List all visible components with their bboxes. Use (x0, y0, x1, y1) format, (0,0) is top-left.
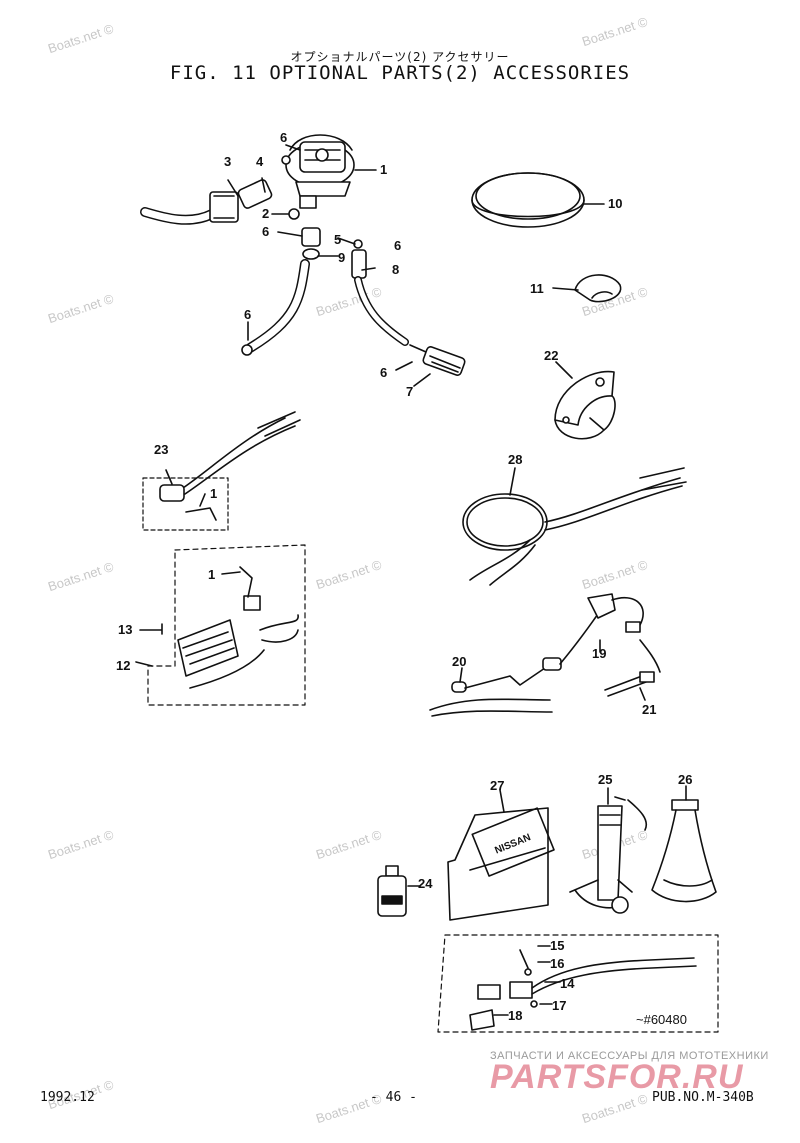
callout-6: 6 (244, 307, 252, 322)
callout-6: 6 (380, 365, 388, 380)
brand-tagline: ЗАПЧАСТИ И АКСЕССУАРЫ ДЛЯ МОТОТЕХНИКИ (490, 1050, 769, 1062)
callout-2: 2 (262, 206, 270, 221)
part-switch-assembly (437, 934, 719, 1033)
callout-4: 4 (256, 154, 264, 169)
callout-19: 19 (592, 646, 607, 661)
callout-13: 13 (118, 622, 133, 637)
fuel-pump-assembly (140, 134, 466, 387)
callout-1: 1 (208, 567, 216, 582)
callout-24: 24 (418, 876, 433, 891)
serial-note: ~#60480 (636, 1012, 687, 1027)
part-cap (552, 274, 622, 303)
part-stand (651, 785, 717, 903)
part-cover-disc (471, 172, 605, 228)
part-ignition-unit (135, 544, 306, 706)
page-title-japanese: オプショナルパーツ(2) アクセサリー (290, 50, 510, 64)
callout-15: 15 (550, 938, 565, 953)
callout-12: 12 (116, 658, 131, 673)
callout-22: 22 (544, 348, 559, 363)
callout-6: 6 (280, 130, 288, 145)
callout-14: 14 (560, 976, 575, 991)
footer-date: 1992.12 (40, 1090, 95, 1105)
callout-10: 10 (608, 196, 623, 211)
part-cable-28 (462, 467, 687, 586)
part-flywheel (554, 361, 616, 440)
callout-28: 28 (508, 452, 523, 467)
callout-1: 1 (210, 486, 218, 501)
callout-17: 17 (552, 998, 567, 1013)
footer-publication-number: PUB.NO.M-340B (652, 1090, 754, 1105)
callout-16: 16 (550, 956, 565, 971)
callout-26: 26 (678, 772, 693, 787)
callout-3: 3 (224, 154, 232, 169)
callout-18: 18 (508, 1008, 523, 1023)
callout-21: 21 (642, 702, 657, 717)
callout-25: 25 (598, 772, 613, 787)
part-hand-truck (569, 787, 647, 914)
callout-27: 27 (490, 778, 505, 793)
callout-9: 9 (338, 250, 346, 265)
callout-7: 7 (406, 384, 414, 399)
callout-1: 1 (380, 162, 388, 177)
part-switch-23 (142, 411, 301, 531)
page-title: FIG. 11 OPTIONAL PARTS(2) ACCESSORIES (169, 62, 631, 84)
callout-11: 11 (530, 281, 544, 296)
part-tank-cover (447, 789, 555, 921)
callout-20: 20 (452, 654, 467, 669)
brand-logo: PARTSFOR.RU (490, 1058, 744, 1096)
callout-6: 6 (394, 238, 402, 253)
part-harness (429, 593, 661, 717)
callout-6: 6 (262, 224, 270, 239)
footer-page-number: - 46 - (370, 1090, 417, 1105)
callout-5: 5 (334, 232, 342, 247)
part-bottle (377, 865, 421, 917)
callout-23: 23 (154, 442, 169, 457)
callout-8: 8 (392, 262, 400, 277)
